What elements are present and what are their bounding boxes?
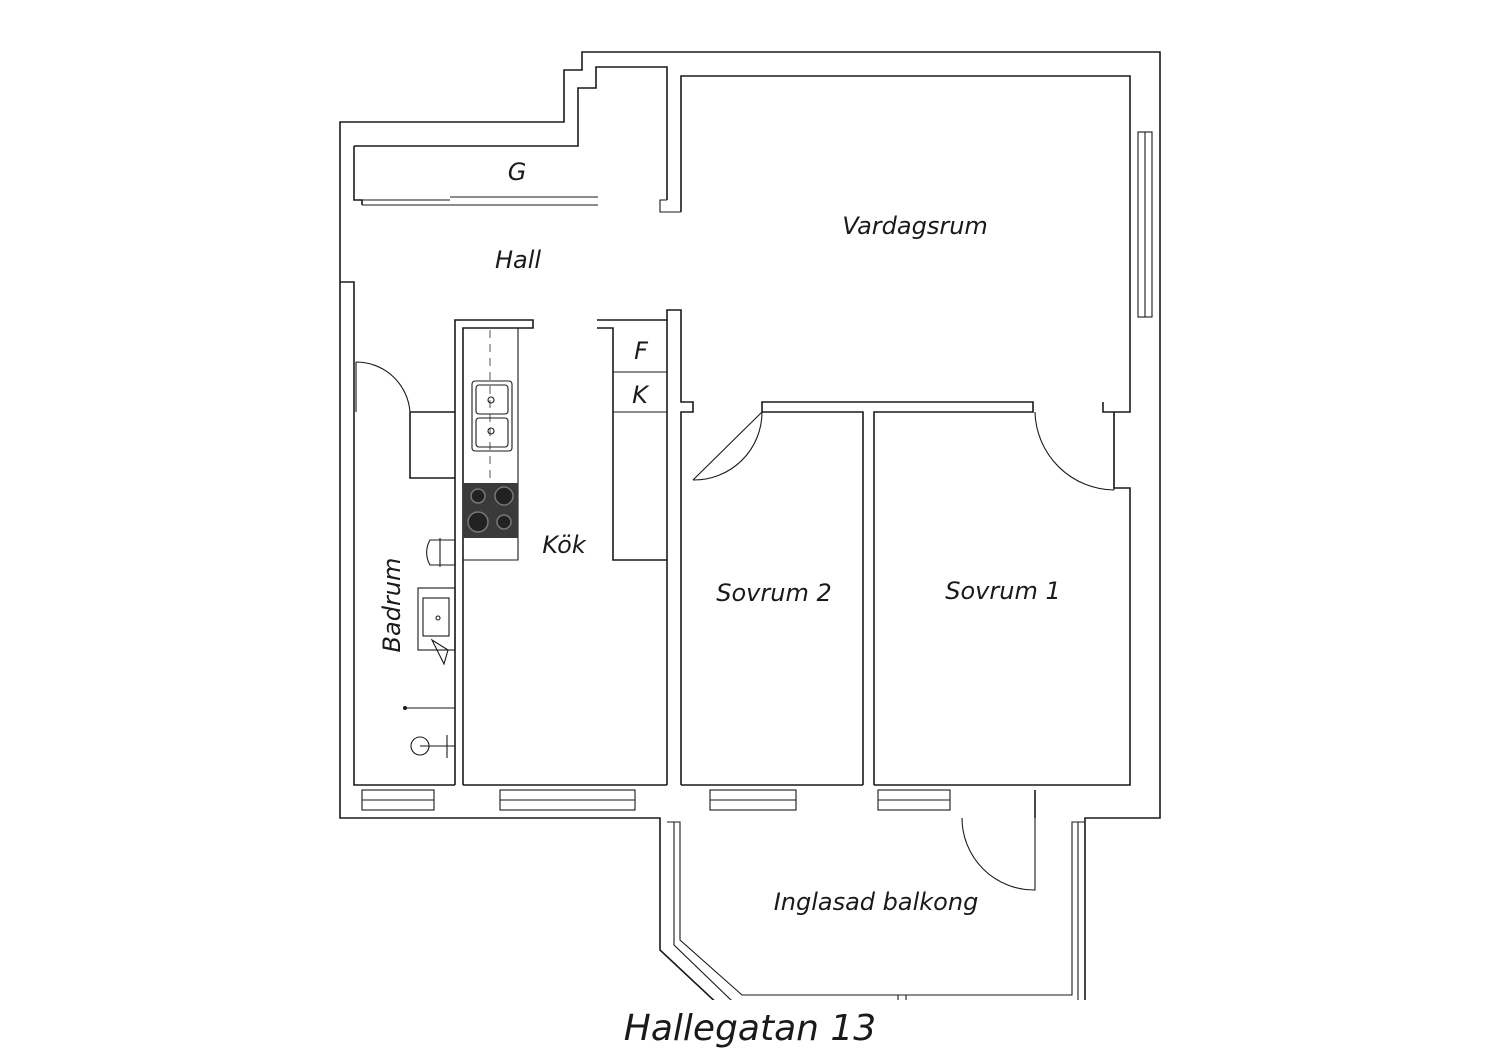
room-label-kok: Kök <box>542 531 587 559</box>
doors <box>355 361 1115 891</box>
room-label-sovrum1: Sovrum 1 <box>945 577 1060 605</box>
room-label-f: F <box>634 337 649 365</box>
room-label-k: K <box>632 381 650 409</box>
room-label-vardagsrum: Vardagsrum <box>842 212 988 240</box>
room-label-badrum: Badrum <box>378 558 406 653</box>
room-label-sovrum2: Sovrum 2 <box>716 579 831 607</box>
room-label-hall: Hall <box>495 246 541 274</box>
outer-walls <box>339 51 1161 1000</box>
floor-plan: G Hall Vardagsrum F K Kök Badrum Sovrum … <box>339 51 1161 1000</box>
kitchen-fixtures <box>463 330 518 538</box>
plan-title: Hallegatan 13 <box>623 1008 877 1049</box>
sink-icon <box>471 380 513 452</box>
bathroom-fixtures <box>403 538 456 758</box>
room-labels: G Hall Vardagsrum F K Kök Badrum Sovrum … <box>378 158 1061 916</box>
toilet-icon <box>426 538 456 567</box>
windows <box>361 131 1153 1000</box>
room-label-g: G <box>508 158 527 186</box>
room-label-balkong: Inglasad balkong <box>774 888 979 916</box>
interior-walls <box>362 196 1034 785</box>
